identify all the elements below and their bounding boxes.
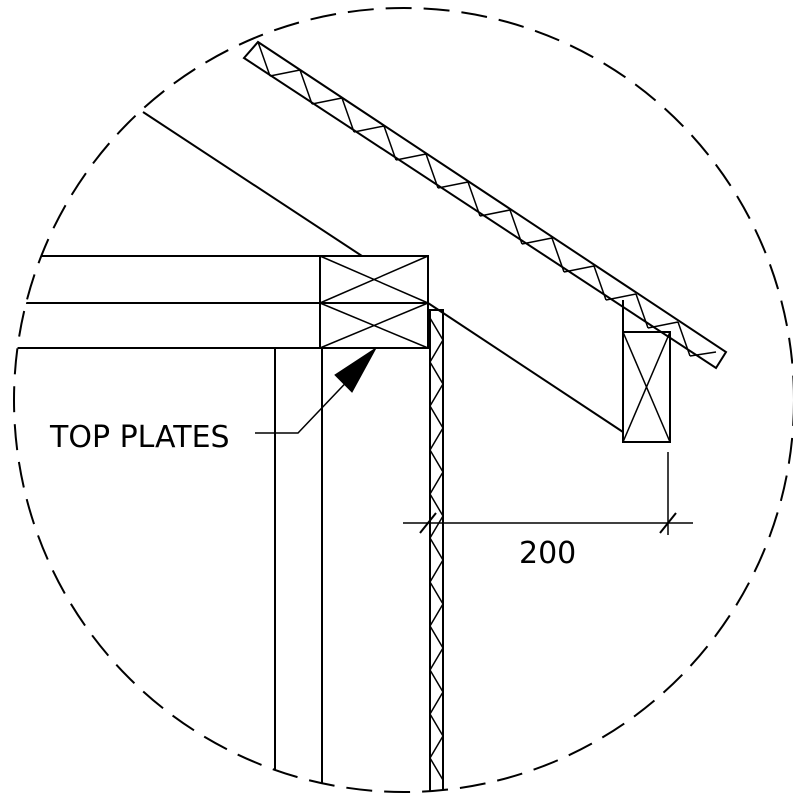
overhang-dimension	[403, 452, 693, 535]
top-plates-block	[319, 255, 429, 349]
wall-studs	[274, 348, 323, 792]
leader-arrowhead	[334, 347, 377, 393]
fascia-board	[622, 300, 671, 443]
top-plates-label: TOP PLATES	[49, 420, 230, 455]
dimension-value: 200	[519, 536, 576, 571]
detail-boundary-circle	[13, 7, 793, 793]
detail-contents	[14, 40, 728, 792]
rafter-line-lower	[427, 302, 624, 433]
ceiling-joist	[14, 255, 320, 349]
rafter-line-upper	[142, 111, 363, 257]
top-plates-leader	[255, 347, 377, 434]
roof-sheathing	[242, 40, 728, 370]
wall-sheathing	[429, 309, 444, 792]
